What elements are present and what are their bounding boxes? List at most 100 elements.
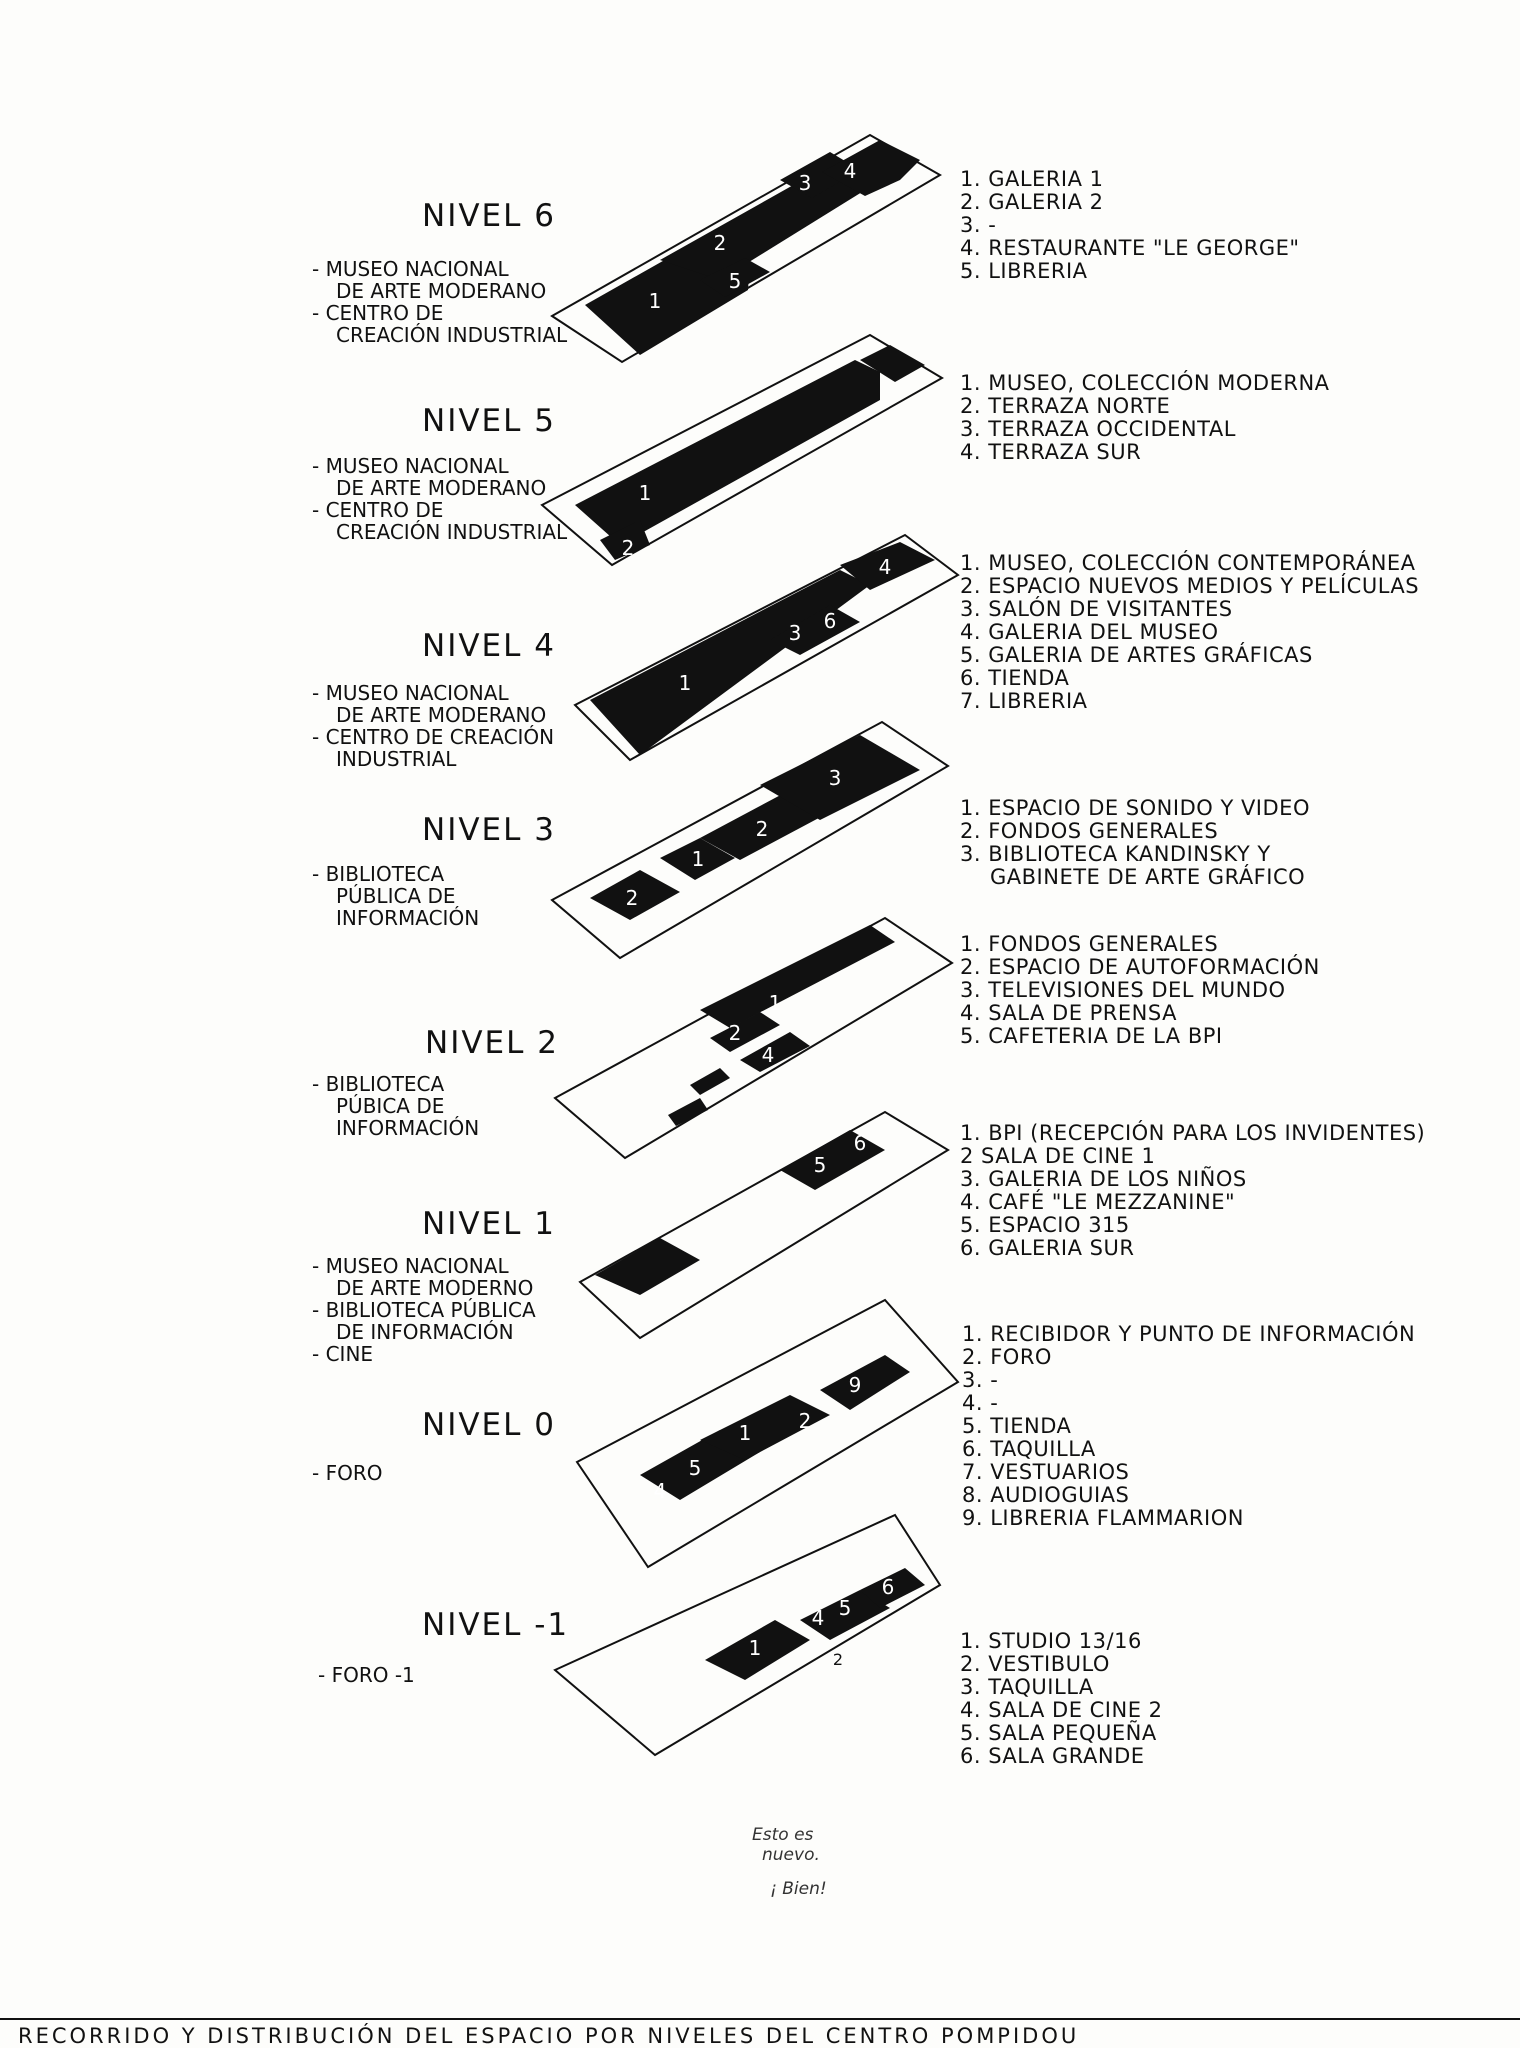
desc-line: DE ARTE MODERANO bbox=[336, 476, 547, 500]
legend-item: 4. GALERIA DEL MUSEO bbox=[960, 620, 1219, 644]
plan-label: 2 bbox=[714, 231, 727, 255]
legend-item: 5. GALERIA DE ARTES GRÁFICAS bbox=[960, 643, 1313, 667]
desc-line: - BIBLIOTECA PÚBLICA bbox=[312, 1298, 536, 1322]
plan-label: 5 bbox=[689, 1456, 702, 1480]
level-5-legend: 1. MUSEO, COLECCIÓN MODERNA 2. TERRAZA N… bbox=[960, 372, 1330, 464]
level-1-description: - MUSEO NACIONAL DE ARTE MODERNO - BIBLI… bbox=[312, 1255, 536, 1365]
note-line: nuevo. bbox=[762, 1845, 820, 1865]
plan-label: 1 bbox=[649, 289, 662, 313]
note-line: Esto es bbox=[752, 1825, 814, 1845]
footer-divider bbox=[0, 2018, 1520, 2020]
plan-room-4-4 bbox=[840, 542, 935, 590]
plan-room-minus1-45 bbox=[800, 1590, 890, 1640]
footer-title: RECORRIDO Y DISTRIBUCIÓN DEL ESPACIO POR… bbox=[18, 2024, 1080, 2048]
level-2-legend: 1. FONDOS GENERALES 2. ESPACIO DE AUTOFO… bbox=[960, 933, 1320, 1048]
plan-outline-minus1 bbox=[553, 1513, 942, 1757]
level-title-3: NIVEL 3 bbox=[422, 812, 556, 848]
plan-room-1-1 bbox=[595, 1238, 700, 1295]
plan-outline-0 bbox=[575, 1298, 960, 1569]
plan-room-3-2a bbox=[590, 870, 680, 920]
plan-room-0-1 bbox=[700, 1395, 830, 1460]
legend-item: 1. FONDOS GENERALES bbox=[960, 932, 1219, 956]
plan-label: 1 bbox=[749, 1636, 762, 1660]
level-minus1-description: - FORO -1 bbox=[318, 1664, 415, 1686]
plan-room-2-2 bbox=[710, 1012, 780, 1052]
plan-label: 2 bbox=[833, 1650, 843, 1669]
desc-line: - MUSEO NACIONAL bbox=[312, 1254, 509, 1278]
legend-item: 5. SALA PEQUEÑA bbox=[960, 1721, 1157, 1745]
legend-item: 9. LIBRERIA FLAMMARION bbox=[962, 1506, 1244, 1530]
plan-room-2-3 bbox=[690, 1068, 730, 1095]
legend-item: 4. TERRAZA SUR bbox=[960, 440, 1142, 464]
legend-item: GABINETE DE ARTE GRÁFICO bbox=[990, 865, 1306, 889]
plan-outline-5 bbox=[540, 333, 944, 567]
plan-room-2-5 bbox=[668, 1098, 708, 1126]
legend-item: 3. TERRAZA OCCIDENTAL bbox=[960, 417, 1236, 441]
plan-label: 3 bbox=[799, 171, 812, 195]
plan-label: 1 bbox=[692, 847, 705, 871]
legend-item: 2. FORO bbox=[962, 1345, 1052, 1369]
plan-label: 2 bbox=[626, 886, 639, 910]
legend-item: 2 SALA DE CINE 1 bbox=[960, 1144, 1156, 1168]
legend-item: 4. CAFÉ "LE MEZZANINE" bbox=[960, 1190, 1236, 1214]
legend-item: 1. BPI (RECEPCIÓN PARA LOS INVIDENTES) bbox=[960, 1121, 1426, 1145]
legend-item: 4. - bbox=[962, 1391, 999, 1415]
plan-room-3-2b bbox=[700, 790, 830, 860]
plan-room-6-4 bbox=[822, 140, 920, 196]
plan-room-1-5 bbox=[780, 1130, 885, 1190]
legend-item: 1. RECIBIDOR Y PUNTO DE INFORMACIÓN bbox=[962, 1322, 1416, 1346]
note-line: ¡ Bien! bbox=[770, 1879, 827, 1899]
level-0-legend: 1. RECIBIDOR Y PUNTO DE INFORMACIÓN 2. F… bbox=[962, 1323, 1415, 1530]
plan-label: 4 bbox=[844, 159, 857, 183]
plan-label: 3 bbox=[829, 766, 842, 790]
plan-label: 1 bbox=[639, 481, 652, 505]
legend-item: 3. BIBLIOTECA KANDINSKY Y bbox=[960, 842, 1271, 866]
desc-line: - CENTRO DE CREACIÓN bbox=[312, 725, 555, 749]
plan-room-6-5 bbox=[700, 258, 770, 297]
plan-label: 2 bbox=[729, 1021, 742, 1045]
level-title-minus1: NIVEL -1 bbox=[422, 1607, 570, 1643]
legend-item: 7. VESTUARIOS bbox=[962, 1460, 1130, 1484]
level-title-1: NIVEL 1 bbox=[422, 1206, 556, 1242]
level-4-description: - MUSEO NACIONAL DE ARTE MODERANO - CENT… bbox=[312, 682, 554, 770]
plan-room-3-3 bbox=[760, 735, 920, 820]
desc-line: CREACIÓN INDUSTRIAL bbox=[336, 520, 568, 544]
level-title-0: NIVEL 0 bbox=[422, 1407, 556, 1443]
legend-item: 2. FONDOS GENERALES bbox=[960, 819, 1219, 843]
legend-item: 3. - bbox=[960, 213, 997, 237]
plan-room-5-2 bbox=[600, 520, 650, 560]
plan-room-2-4 bbox=[740, 1032, 810, 1072]
desc-line: PÚBICA DE bbox=[336, 1094, 445, 1118]
plan-label: 2 bbox=[799, 1409, 812, 1433]
plan-room-5-terrace bbox=[860, 345, 925, 382]
level-4-legend: 1. MUSEO, COLECCIÓN CONTEMPORÁNEA 2. ESP… bbox=[960, 552, 1419, 713]
legend-item: 3. SALÓN DE VISITANTES bbox=[960, 597, 1233, 621]
level-6-description: - MUSEO NACIONAL DE ARTE MODERANO - CENT… bbox=[312, 258, 567, 346]
legend-item: 1. MUSEO, COLECCIÓN MODERNA bbox=[960, 371, 1330, 395]
plan-outline-4 bbox=[573, 533, 960, 762]
legend-item: 5. CAFETERIA DE LA BPI bbox=[960, 1024, 1223, 1048]
plan-label: 2 bbox=[622, 536, 635, 560]
legend-item: 6. GALERIA SUR bbox=[960, 1236, 1135, 1260]
level-title-4: NIVEL 4 bbox=[422, 628, 556, 664]
desc-line: - CENTRO DE bbox=[312, 498, 444, 522]
plan-label: 5 bbox=[729, 269, 742, 293]
desc-line: DE INFORMACIÓN bbox=[336, 1320, 514, 1344]
desc-line: DE ARTE MODERANO bbox=[336, 703, 547, 727]
level-0-description: - FORO bbox=[312, 1462, 382, 1484]
desc-line: PÚBLICA DE bbox=[336, 884, 456, 908]
level-1-legend: 1. BPI (RECEPCIÓN PARA LOS INVIDENTES) 2… bbox=[960, 1122, 1425, 1260]
plan-room-0-9 bbox=[820, 1355, 910, 1410]
plan-label: 3 bbox=[789, 621, 802, 645]
legend-item: 1. GALERIA 1 bbox=[960, 167, 1104, 191]
desc-line: DE ARTE MODERNO bbox=[336, 1276, 534, 1300]
legend-item: 4. SALA DE CINE 2 bbox=[960, 1698, 1163, 1722]
plan-label: 1 bbox=[679, 671, 692, 695]
plan-room-5-1 bbox=[575, 360, 880, 545]
plan-label: 1 bbox=[739, 1421, 752, 1445]
desc-line: - MUSEO NACIONAL bbox=[312, 257, 509, 281]
legend-item: 2. ESPACIO DE AUTOFORMACIÓN bbox=[960, 955, 1320, 979]
level-3-description: - BIBLIOTECA PÚBLICA DE INFORMACIÓN bbox=[312, 863, 479, 929]
desc-line: - MUSEO NACIONAL bbox=[312, 454, 509, 478]
